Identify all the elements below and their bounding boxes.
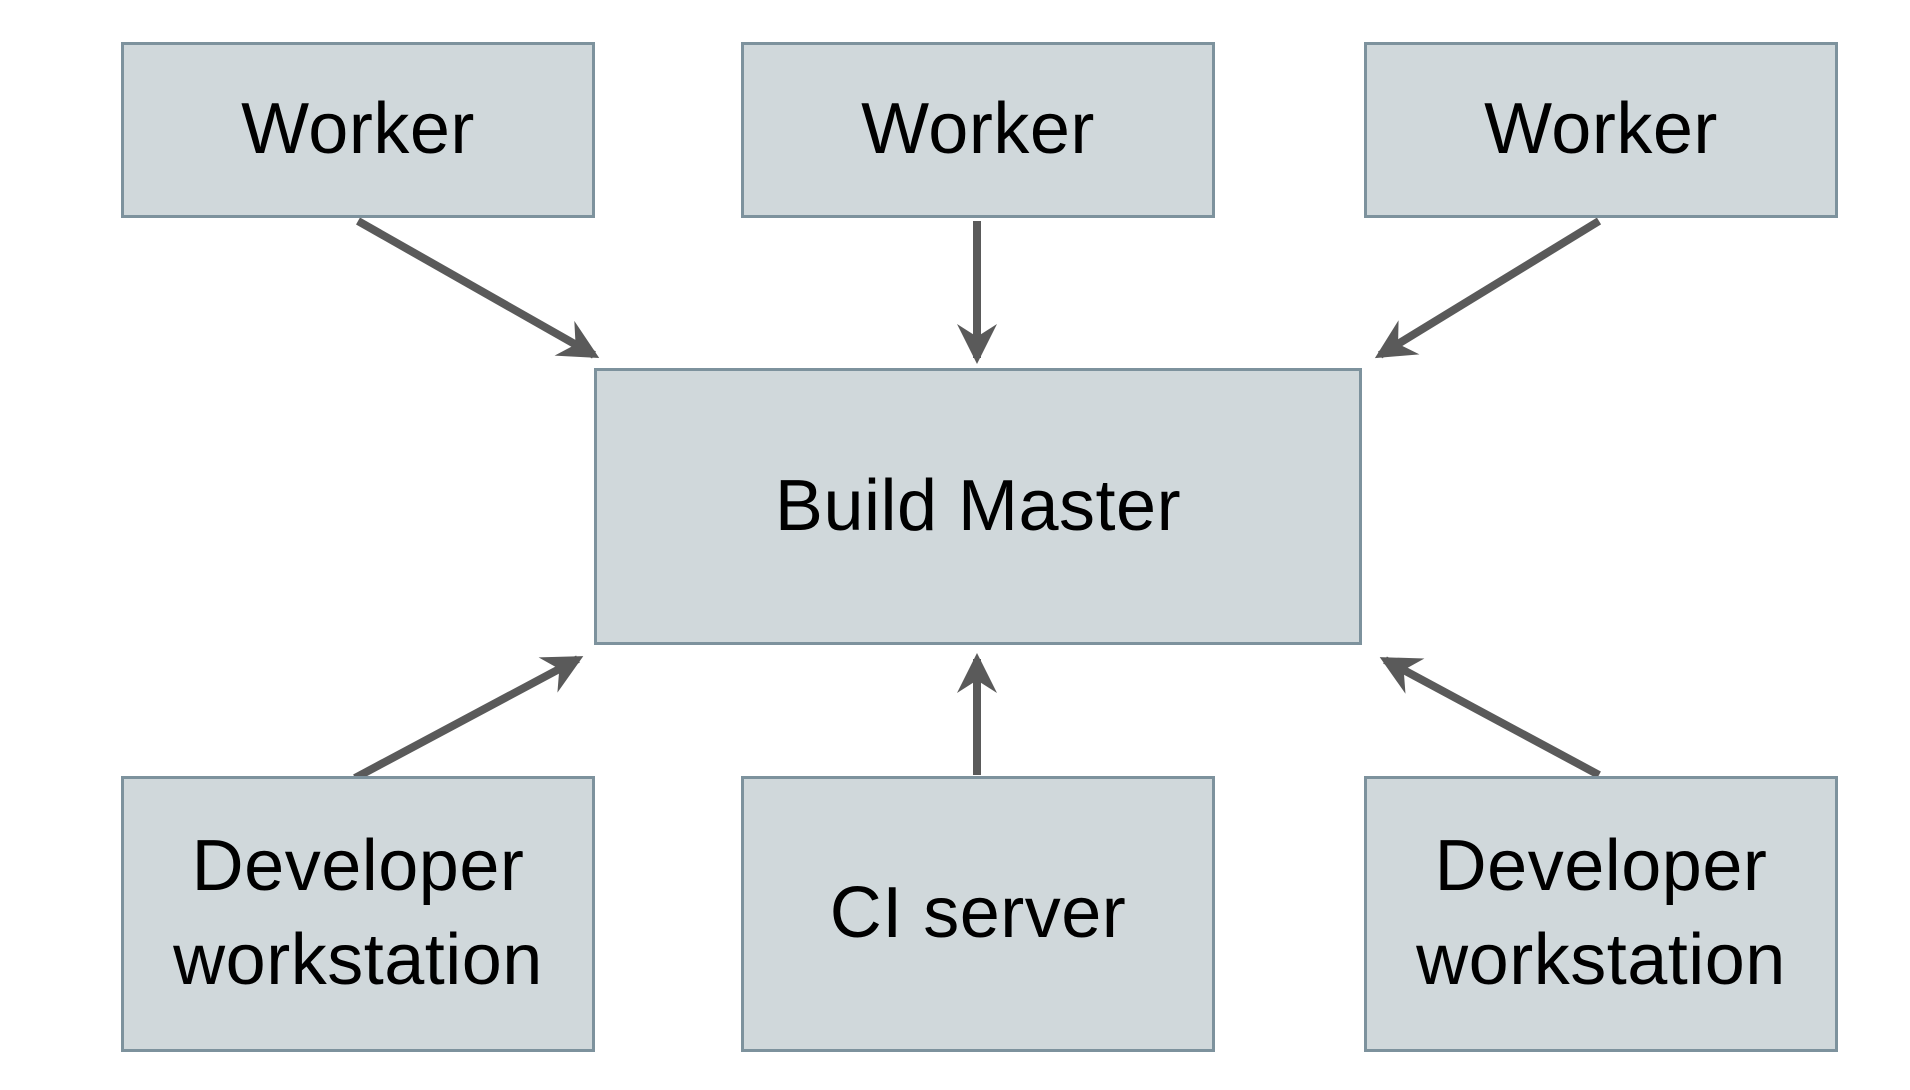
node-worker-2: Worker <box>741 42 1215 218</box>
arrow-worker-1-to-build-master <box>356 217 600 359</box>
node-label-ci-server: CI server <box>829 873 1127 954</box>
node-label-build-master: Build Master <box>774 465 1182 546</box>
node-label-developer-workstation-right: Developer workstation <box>1416 826 1786 1000</box>
node-build-master: Build Master <box>594 368 1362 645</box>
node-label-developer-workstation-left: Developer workstation <box>173 826 543 1000</box>
node-worker-1: Worker <box>121 42 595 218</box>
node-developer-workstation-left: Developer workstation <box>121 776 595 1052</box>
node-developer-workstation-right: Developer workstation <box>1364 776 1838 1052</box>
node-label-worker-3: Worker <box>1484 89 1718 170</box>
arrow-developer-workstation-right-to-build-master <box>1379 656 1601 779</box>
node-worker-3: Worker <box>1364 42 1838 218</box>
arrow-developer-workstation-left-to-build-master <box>353 655 584 782</box>
node-label-worker-2: Worker <box>861 89 1095 170</box>
arrow-worker-3-to-build-master <box>1374 217 1602 359</box>
node-ci-server: CI server <box>741 776 1215 1052</box>
node-label-worker-1: Worker <box>241 89 475 170</box>
